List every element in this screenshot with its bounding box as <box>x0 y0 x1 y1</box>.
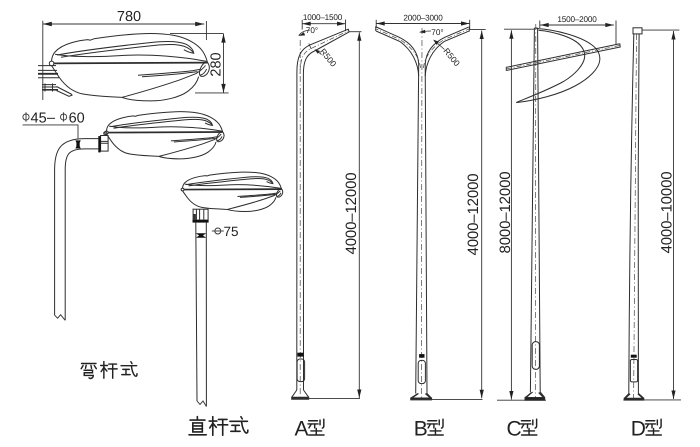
svg-text:–: – <box>47 110 56 126</box>
svg-text:45: 45 <box>31 110 47 126</box>
svg-text:70°: 70° <box>431 28 443 37</box>
svg-text:1500–2000: 1500–2000 <box>557 15 597 24</box>
svg-text:4000–12000: 4000–12000 <box>343 173 360 255</box>
svg-text:A: A <box>295 417 309 440</box>
svg-text:1000–1500: 1000–1500 <box>303 13 343 22</box>
svg-text:280: 280 <box>209 52 225 76</box>
svg-text:2000–3000: 2000–3000 <box>403 14 443 23</box>
svg-text:4000–10000: 4000–10000 <box>659 172 676 254</box>
svg-text:75: 75 <box>224 224 239 239</box>
svg-text:780: 780 <box>117 9 141 25</box>
svg-text:70°: 70° <box>306 26 318 35</box>
svg-text:C: C <box>507 417 522 440</box>
svg-text:4000–12000: 4000–12000 <box>465 174 482 256</box>
svg-text:8000–12000: 8000–12000 <box>497 172 514 254</box>
svg-text:D: D <box>631 417 646 440</box>
svg-text:B: B <box>414 417 428 440</box>
svg-text:60: 60 <box>69 110 85 126</box>
